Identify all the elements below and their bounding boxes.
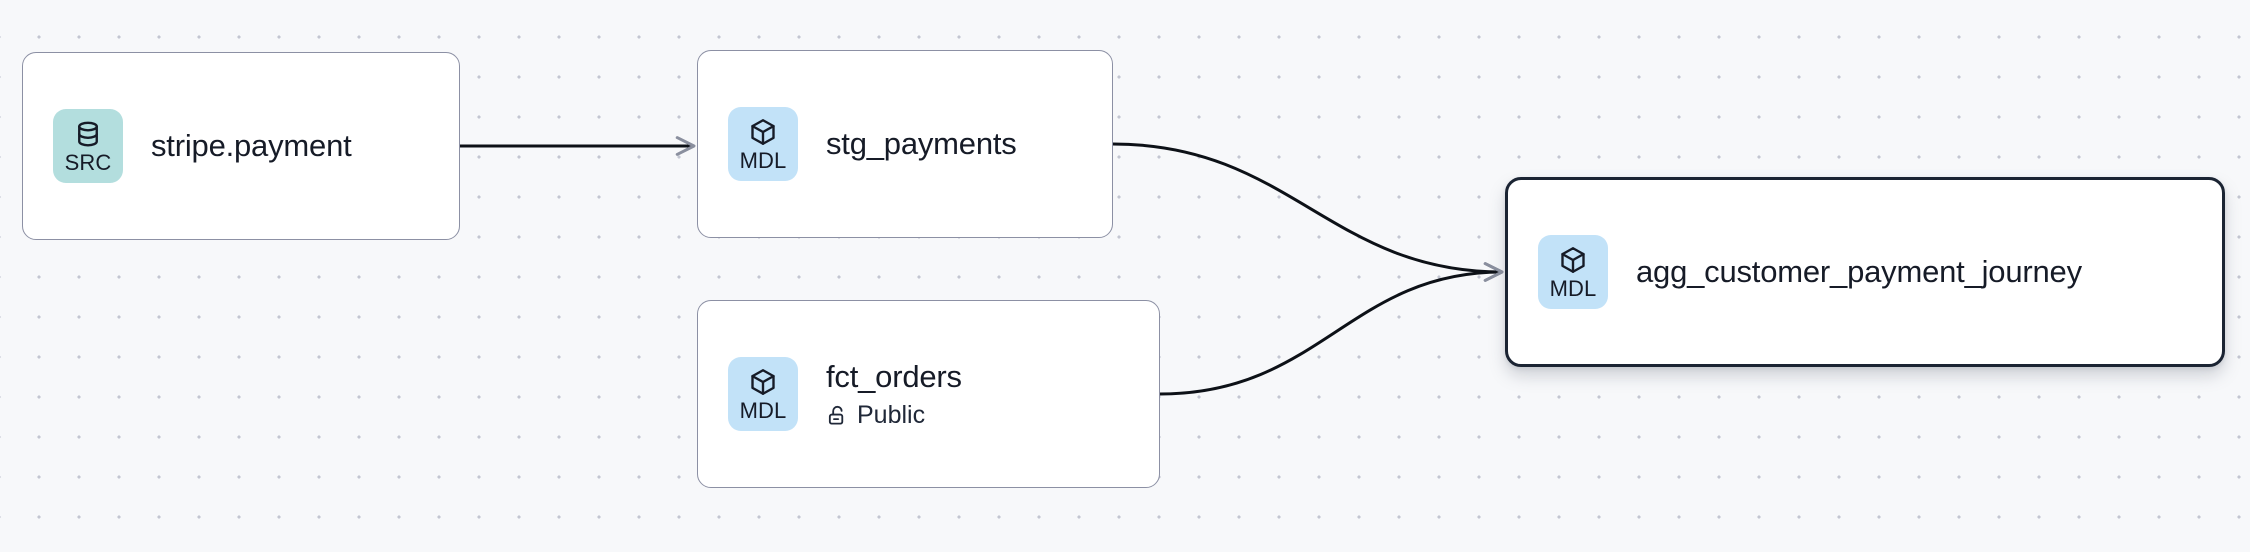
node-visibility-label: Public <box>857 401 926 429</box>
node-visibility: Public <box>826 401 962 429</box>
lineage-node-stripe-payment[interactable]: SRC stripe.payment <box>22 52 460 240</box>
node-type-badge-mdl: MDL <box>728 107 798 181</box>
node-title: stripe.payment <box>151 128 352 163</box>
badge-label: SRC <box>64 149 112 175</box>
unlock-icon <box>826 404 849 427</box>
edge-stg-to-agg <box>1112 142 1504 282</box>
node-type-badge-mdl: MDL <box>728 357 798 431</box>
cube-icon <box>1558 245 1588 275</box>
lineage-node-fct-orders[interactable]: MDL fct_orders Public <box>697 300 1160 488</box>
badge-label: MDL <box>1549 275 1597 301</box>
node-body: stripe.payment <box>151 128 352 164</box>
node-body: agg_customer_payment_journey <box>1636 254 2082 290</box>
cube-icon <box>748 367 778 397</box>
lineage-node-stg-payments[interactable]: MDL stg_payments <box>697 50 1113 238</box>
node-type-badge-src: SRC <box>53 109 123 183</box>
node-title: agg_customer_payment_journey <box>1636 254 2082 289</box>
node-body: stg_payments <box>826 126 1017 162</box>
node-body: fct_orders Public <box>826 359 962 429</box>
node-type-badge-mdl: MDL <box>1538 235 1608 309</box>
lineage-node-agg-customer-payment-journey[interactable]: MDL agg_customer_payment_journey <box>1505 177 2225 367</box>
edge-fct-to-agg <box>1159 262 1504 396</box>
node-title: stg_payments <box>826 126 1017 161</box>
badge-label: MDL <box>739 397 787 423</box>
node-title: fct_orders <box>826 359 962 394</box>
badge-label: MDL <box>739 147 787 173</box>
database-icon <box>73 119 103 149</box>
cube-icon <box>748 117 778 147</box>
